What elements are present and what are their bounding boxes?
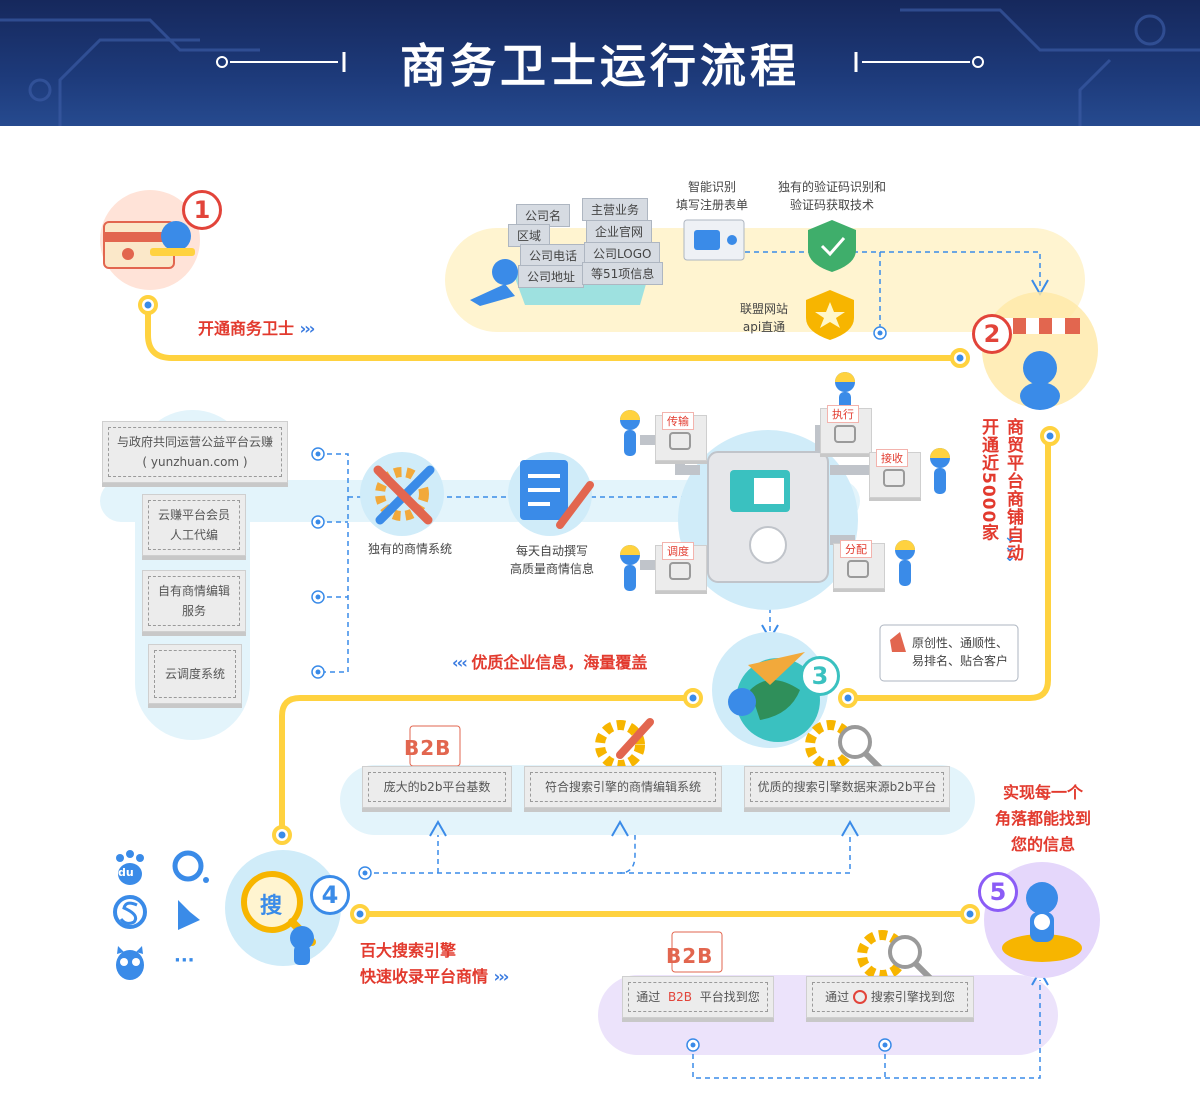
distribute-box: 分配 [833,540,885,589]
gear-pencil-icon [595,718,654,770]
chevrons-right-icon: ››› [493,967,510,986]
features-note [879,624,1019,682]
badge-icon [806,290,854,340]
step5-label: 实现每一个角落都能找到您的信息 [994,783,1091,854]
dispatch-label: 调度 [662,542,694,560]
central-machine [640,425,870,610]
captcha-label: 独有的验证码识别和验证码获取技术 [777,180,886,212]
platform-box-1: 庞大的b2b平台基数 [362,766,512,808]
chevrons-left-icon: ‹‹‹ [452,653,468,672]
step1-illustration [100,190,200,290]
form-field-tag: 公司地址 [518,265,585,288]
step1-label: 开通商务卫士 ››› [198,319,316,338]
via-search-box: 通过 搜索引擎找到您 [806,976,974,1018]
smart-recognition-label: 智能识别填写注册表单 [675,180,748,212]
shield-icon [808,220,856,272]
execute-box: 执行 [820,405,872,454]
form-field-tag: 等51项信息 [582,262,664,285]
header-banner: 商务卫士运行流程 [0,0,1200,126]
form-field-tag: 公司LOGO [584,242,661,265]
doc-illustration [508,452,594,536]
dispatch-icon [669,562,691,580]
platform-box-2: 符合搜索引擎的商情编辑系统 [524,766,722,808]
execute-icon [834,425,856,443]
more-icon: ··· [174,950,195,971]
yunzhuan-platform-box: 与政府共同运营公益平台云赚( yunzhuan.com ) [102,421,288,483]
globe-illustration [712,632,828,748]
360-search-icon [172,850,204,882]
title-left-ornament [216,52,346,72]
gear-magnifier-icon-2 [857,930,933,981]
receive-box: 接收 [869,449,921,498]
step-number-2: 2 [972,314,1012,354]
platform-box-3: 优质的搜索引擎数据来源b2b平台 [744,766,950,808]
sogou-icon [113,895,147,929]
search-engine-logos [113,850,209,980]
owl-icon [116,946,144,980]
chevrons-right-icon: ››› [299,319,316,338]
chevrons-down-icon: ⌄⌄⌄ [1004,529,1016,565]
bing-icon [178,900,200,930]
step-number-1: 1 [182,190,222,230]
form-field-tag: 企业官网 [586,220,653,243]
b2b-label-2: B2B [666,944,714,968]
step-number-5: 5 [978,872,1018,912]
distribute-label: 分配 [840,540,872,558]
receive-icon [883,469,905,487]
search-illustration [225,850,341,966]
cloud-scheduling-box: 云调度系统 [148,644,242,704]
quality-label: ‹‹‹ 优质企业信息，海量覆盖 [452,653,648,672]
step2-vertical-label: 商贸平台商铺自动开通近5000家 [978,418,1023,562]
form-field-tag: 主营业务 [582,198,649,221]
b2b-label-1: B2B [404,736,452,760]
transfer-icon [669,432,691,450]
distribute-icon [847,560,869,578]
features-text: 原创性、通顺性、易排名、贴合客户 [912,636,1009,668]
step3-band [100,480,860,522]
step-number-4: 4 [310,875,350,915]
search-character: 搜 [260,894,283,919]
form-field-tag: 公司电话 [520,244,587,267]
baidu-icon [116,850,144,885]
circuit-decoration [0,8,1200,126]
transfer-box: 传输 [655,412,707,461]
step4-label: 百大搜索引擎 快速收录平台商情 ››› [360,941,510,986]
dispatch-box: 调度 [655,542,707,591]
page-title: 商务卫士运行流程 [400,39,800,93]
receive-label: 接收 [876,449,908,467]
execute-label: 执行 [827,405,859,423]
gear-magnifier-icon [805,720,883,771]
tools-illustration [360,452,444,536]
member-editing-box: 云赚平台会员人工代编 [142,494,246,556]
own-editing-box: 自有商情编辑服务 [142,570,246,632]
baidu-text: du [118,866,134,879]
step-number-3: 3 [800,656,840,696]
title-right-ornament [854,52,984,72]
system-label: 独有的商情系统 [367,542,452,556]
form-icon [683,219,745,261]
transfer-label: 传输 [662,412,694,430]
b2b-sign-2 [671,931,723,973]
magnifier-icon [853,990,867,1004]
via-b2b-box: 通过 B2B 平台找到您 [622,976,774,1018]
auto-writing-label: 每天自动撰写高质量商情信息 [509,544,594,576]
